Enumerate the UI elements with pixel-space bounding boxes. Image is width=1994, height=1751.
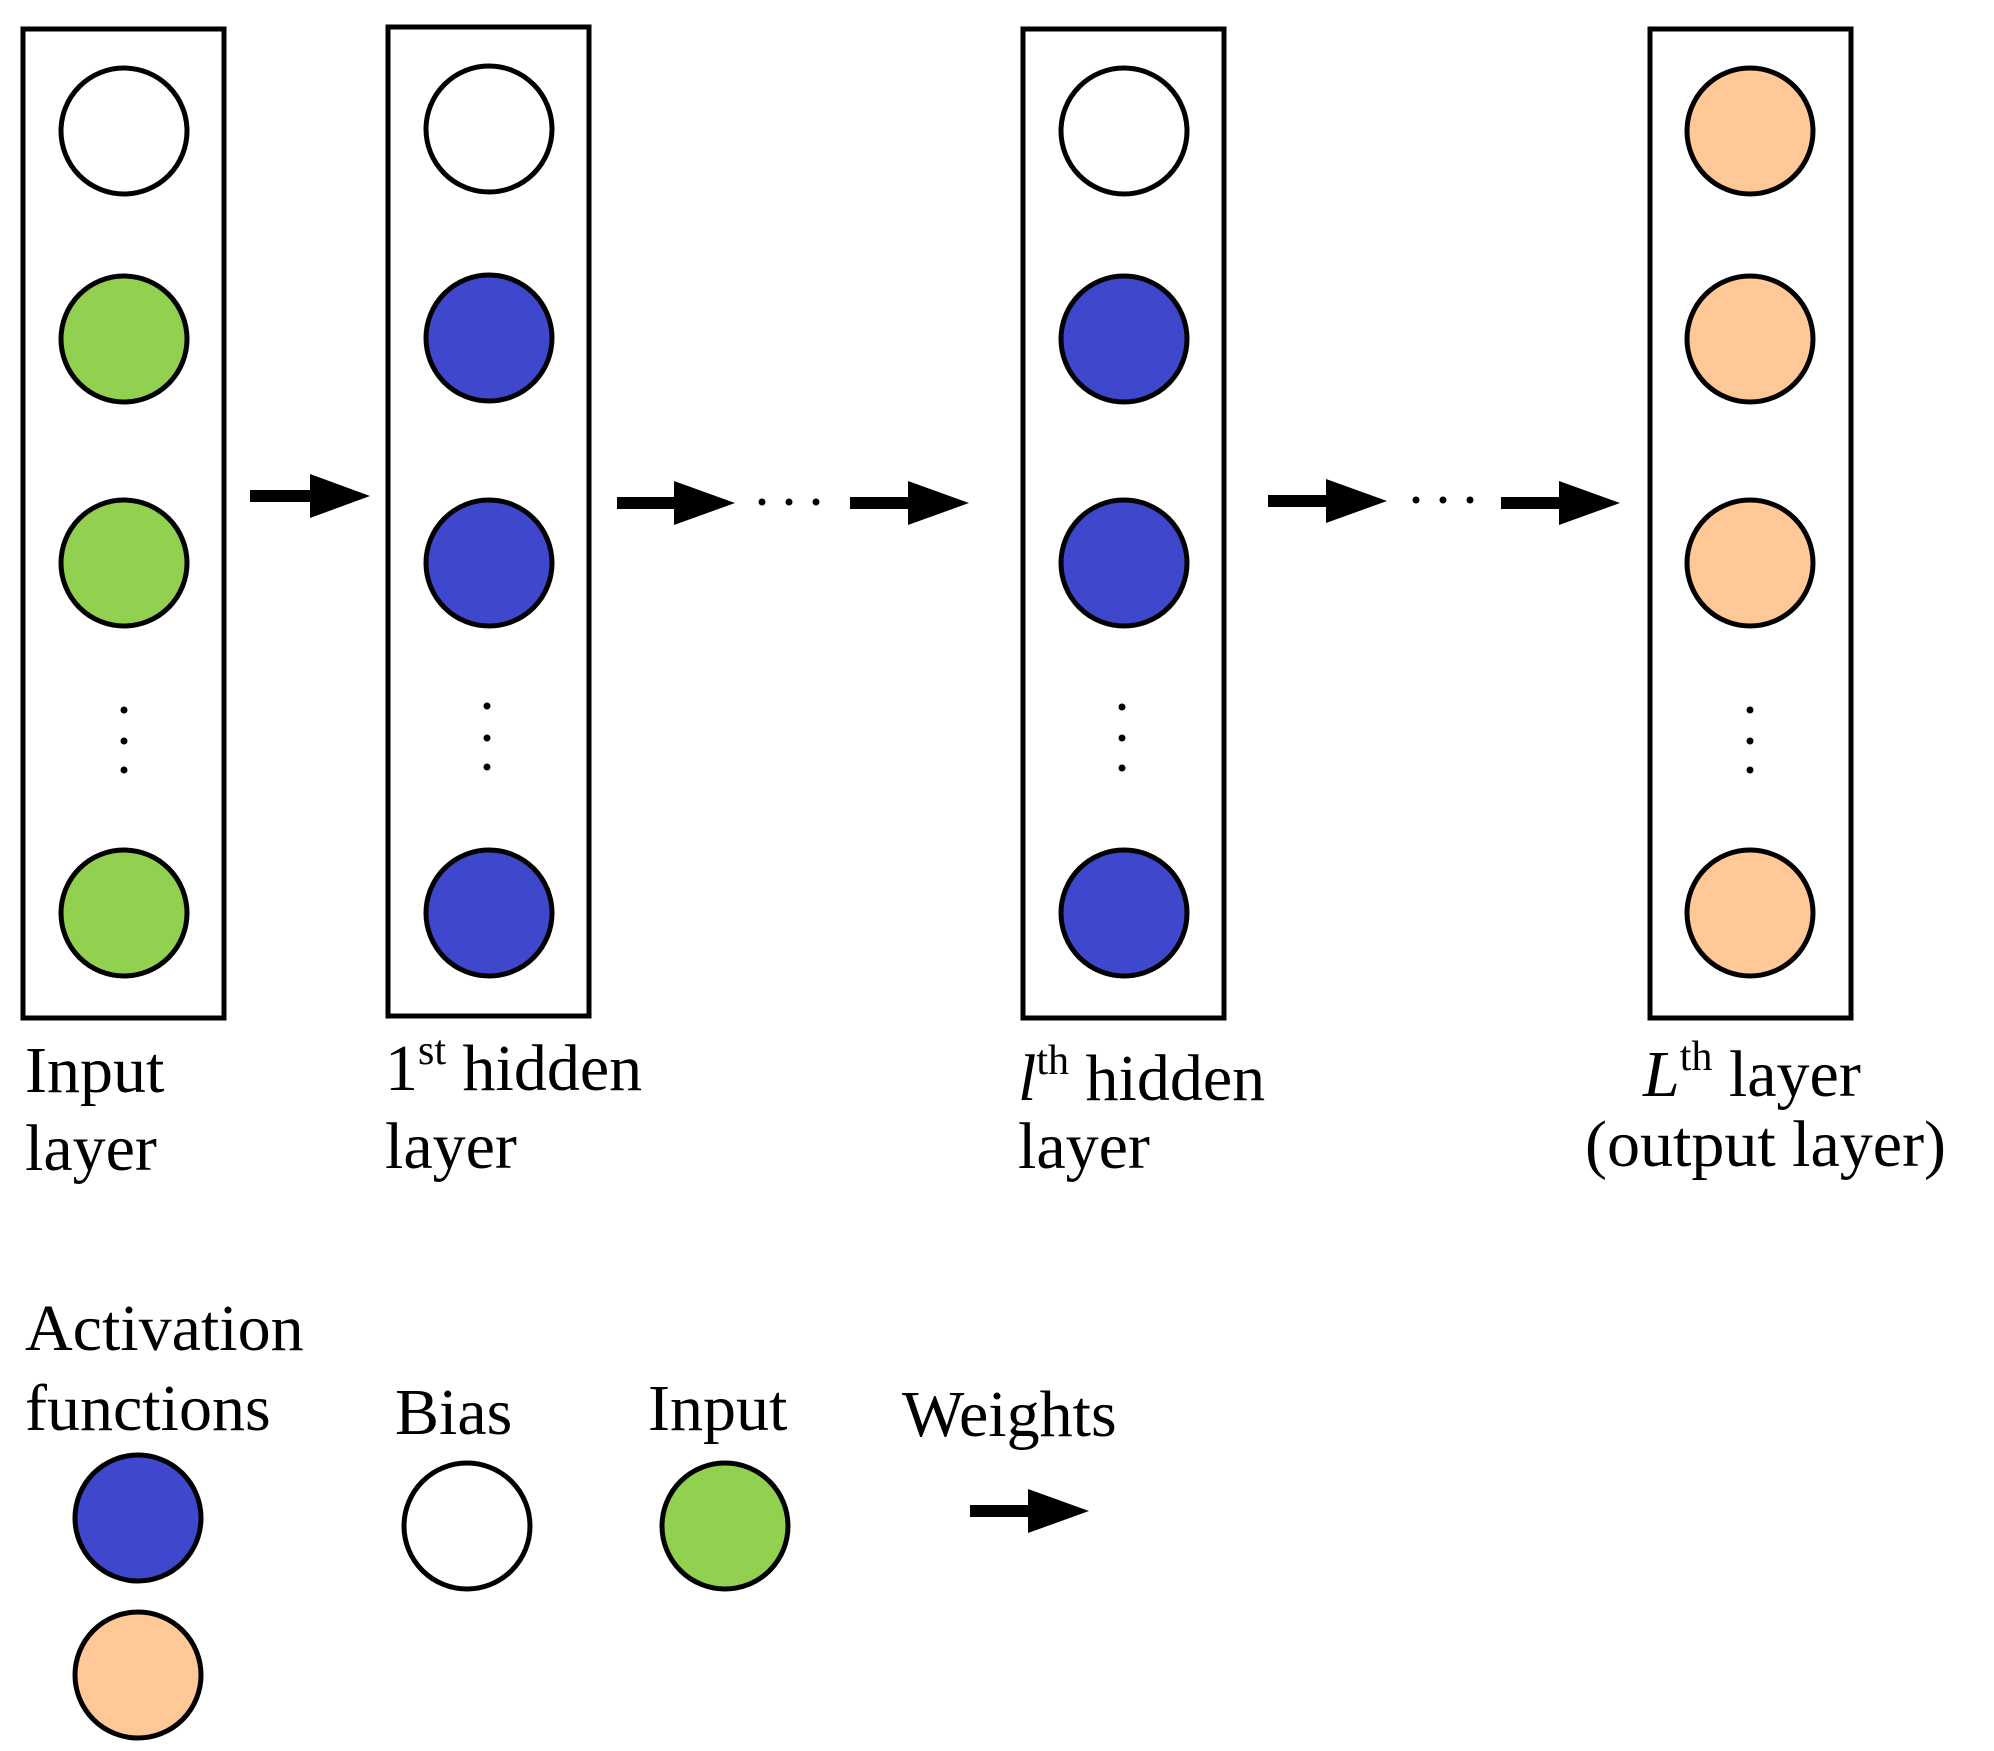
hiddenl-layer-label: lth hidden layer <box>1018 1040 1265 1186</box>
input-layer-label-line1: Input <box>25 1034 165 1107</box>
input-node-1 <box>58 273 190 405</box>
hidden1-node-2 <box>423 497 555 629</box>
input-layer-label-line2: layer <box>25 1112 157 1185</box>
hiddenl-node-n <box>1058 847 1190 979</box>
hidden1-node-n <box>423 847 555 979</box>
output-node-1 <box>1684 65 1816 197</box>
hidden1-layer-label-line1: 1st hidden <box>385 1030 642 1108</box>
hiddenl-layer-label-line2: layer <box>1018 1110 1150 1183</box>
output-node-3 <box>1684 497 1816 629</box>
input-layer-label: Input layer <box>25 1032 164 1188</box>
weights-arrow-into-hiddenl <box>850 481 969 525</box>
output-layer-label-line1: Lth layer <box>1585 1036 1946 1114</box>
hiddenl-ordinal-suffix: th <box>1036 1038 1070 1084</box>
legend-weights-label: Weights <box>902 1378 1117 1451</box>
output-label-text: layer <box>1712 1038 1861 1111</box>
horizontal-ellipsis-1 <box>758 498 820 506</box>
weights-arrow-input-to-hidden1 <box>250 474 370 518</box>
input-node-n <box>58 847 190 979</box>
output-vertical-ellipsis <box>1746 706 1754 774</box>
legend-activation-label: Activation functions <box>25 1290 304 1448</box>
output-layer-label: Lth layer (output layer) <box>1585 1036 1946 1184</box>
input-layer-box <box>20 26 227 1021</box>
hiddenl-node-1 <box>1058 273 1190 405</box>
legend-input-label: Input <box>648 1372 788 1445</box>
hidden1-layer-label-line2: layer <box>385 1110 517 1183</box>
output-index-var: L <box>1643 1038 1680 1111</box>
hiddenl-vertical-ellipsis <box>1118 703 1126 772</box>
hiddenl-bias-node <box>1058 65 1190 197</box>
legend-bias-node <box>401 1460 533 1592</box>
input-bias-node <box>58 65 190 197</box>
hiddenl-layer-box <box>1020 26 1227 1021</box>
weights-arrow-hidden1-out <box>617 481 735 525</box>
hiddenl-label-text: hidden <box>1069 1042 1266 1115</box>
hidden1-label-text: hidden <box>446 1032 643 1105</box>
input-vertical-ellipsis <box>120 706 128 774</box>
weights-arrow-into-output <box>1501 481 1620 525</box>
horizontal-ellipsis-2 <box>1412 496 1474 504</box>
hidden1-layer-box <box>385 24 592 1019</box>
output-node-n <box>1684 847 1816 979</box>
weights-arrow-hiddenl-out <box>1268 479 1387 523</box>
legend-activation-line2: functions <box>25 1372 271 1445</box>
output-layer-box <box>1647 26 1854 1021</box>
legend-input-node <box>659 1460 791 1592</box>
legend-weights-arrow <box>970 1489 1089 1533</box>
hiddenl-index-var: l <box>1018 1042 1037 1115</box>
hidden1-node-1 <box>423 272 555 404</box>
legend-activation-line1: Activation <box>25 1292 304 1365</box>
output-node-2 <box>1684 273 1816 405</box>
hidden1-vertical-ellipsis <box>483 702 491 771</box>
hidden1-index: 1 <box>385 1032 418 1105</box>
hiddenl-node-2 <box>1058 497 1190 629</box>
input-node-2 <box>58 497 190 629</box>
hidden1-layer-label: 1st hidden layer <box>385 1030 642 1186</box>
output-layer-label-line2: (output layer) <box>1585 1108 1947 1181</box>
hidden1-ordinal-suffix: st <box>418 1028 447 1074</box>
legend-activation-hidden-node <box>72 1452 204 1584</box>
legend-bias-label: Bias <box>395 1376 513 1449</box>
output-ordinal-suffix: th <box>1679 1034 1713 1080</box>
legend-activation-output-node <box>72 1609 204 1741</box>
hiddenl-layer-label-line1: lth hidden <box>1018 1040 1265 1118</box>
hidden1-bias-node <box>423 63 555 195</box>
